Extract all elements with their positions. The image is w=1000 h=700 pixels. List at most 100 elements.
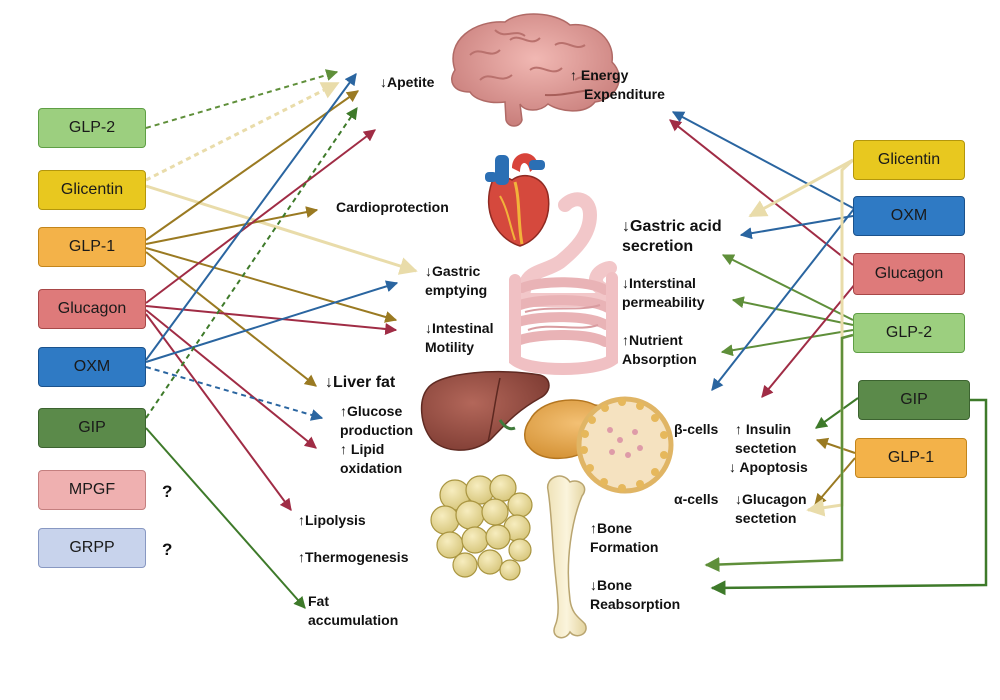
effect-motility-line2: Motility [425, 339, 474, 355]
left-box-glicentin: Glicentin [38, 170, 146, 210]
effect-cardioprotection: Cardioprotection [336, 199, 449, 215]
route-gip-2 [710, 398, 988, 596]
arrow-glicentin-18 [748, 158, 854, 218]
mpgf-unknown-mark: ? [162, 482, 173, 501]
right-box-glp1-label: GLP-1 [887, 449, 935, 466]
effect-insulin-line2: sectetion [735, 440, 797, 456]
intestine-icon [509, 192, 618, 375]
effect-gastric-emptying-line1: ↓Gastric [425, 263, 481, 279]
left-box-gip-label: GIP [78, 419, 106, 436]
right-box-glicentin-label: Glicentin [877, 151, 941, 168]
arrow-glucagon-10 [145, 313, 292, 511]
effect-liver-fat: ↓Liver fat [325, 374, 396, 391]
arrow-gip-15 [145, 427, 306, 609]
arrow-oxm-23 [711, 204, 858, 391]
alpha-cells-label: α-cells [674, 491, 719, 507]
effect-bone-formation-line2: Formation [590, 539, 659, 555]
arrow-oxm-12 [145, 280, 399, 363]
arrow-oxm-13 [145, 366, 324, 421]
arrow-glp2-21 [731, 296, 854, 326]
grpp-unknown-mark: ? [162, 540, 173, 559]
left-box-glp2-label: GLP-2 [68, 119, 116, 136]
route-glicentin-0 [806, 158, 855, 517]
route-glp2-1 [704, 333, 854, 572]
left-box-grpp: GRPP [38, 528, 146, 568]
left-box-mpgf-label: MPGF [68, 481, 116, 498]
arrow-glp1-5 [145, 247, 398, 323]
effect-thermogenesis: ↑Thermogenesis [298, 549, 409, 565]
arrow-oxm-11 [145, 73, 357, 361]
arrow-glucagon-8 [145, 305, 398, 335]
arrow-gip-14 [145, 107, 358, 419]
right-box-oxm-label: OXM [890, 207, 928, 224]
effect-motility-line1: ↓Intestinal [425, 320, 494, 336]
arrow-glicentin-2 [145, 184, 418, 275]
arrow-glicentin-1 [145, 81, 340, 182]
brain-icon [451, 13, 620, 127]
right-box-oxm: OXM [853, 196, 965, 236]
effect-permeability-line2: permeability [622, 294, 705, 310]
effect-gastric-emptying-line2: emptying [425, 282, 488, 298]
arrow-oxm-16 [671, 111, 854, 209]
arrow-glp1-26 [815, 437, 856, 454]
left-box-glp1: GLP-1 [38, 227, 146, 267]
arrow-glp1-27 [814, 457, 856, 506]
effect-appetite: ↓Apetite [380, 74, 435, 90]
left-box-oxm: OXM [38, 347, 146, 387]
right-box-glicentin: Glicentin [853, 140, 965, 180]
effect-nutrient-line2: Absorption [622, 351, 697, 367]
pancreas-icon [524, 396, 674, 494]
arrow-glp1-6 [145, 251, 317, 387]
effect-bone-formation-line1: ↑Bone [590, 520, 632, 536]
right-box-glp2: GLP-2 [853, 313, 965, 353]
beta-cells-label: β-cells [674, 421, 719, 437]
effect-glucagon-secretion-line1: ↓Glucagon [735, 491, 807, 507]
right-box-gip-label: GIP [900, 391, 928, 408]
left-box-glucagon-label: Glucagon [57, 300, 127, 317]
effect-insulin-line1: ↑ Insulin [735, 421, 791, 437]
arrow-glp1-4 [145, 206, 319, 245]
left-box-glicentin-label: Glicentin [60, 181, 124, 198]
right-box-glucagon-label: Glucagon [874, 265, 944, 282]
effect-nutrient-line1: ↑Nutrient [622, 332, 683, 348]
arrow-oxm-19 [739, 215, 854, 240]
effect-fat-accumulation-line2: accumulation [308, 612, 399, 628]
bone-icon [547, 475, 587, 639]
effect-fat-accumulation-line1: Fat [308, 593, 329, 609]
effect-glucagon-secretion-line2: sectetion [735, 510, 797, 526]
effect-permeability-line1: ↓Interstinal [622, 275, 696, 291]
left-box-glp2: GLP-2 [38, 108, 146, 148]
effect-energy-line1: ↑ Energy [570, 67, 629, 83]
effect-gastric-acid-line1: ↓Gastric acid [622, 218, 722, 235]
arrow-glp2-22 [720, 329, 854, 357]
left-box-glp1-label: GLP-1 [68, 238, 116, 255]
adipose-tissue-icon [430, 474, 533, 581]
effect-energy-line2: Expenditure [584, 86, 665, 102]
heart-icon [485, 153, 550, 247]
arrow-glucagon-17 [669, 119, 854, 266]
left-box-mpgf: MPGF [38, 470, 146, 510]
right-box-gip: GIP [858, 380, 970, 420]
effect-glucose-line2: production [340, 422, 414, 438]
right-box-glucagon: Glucagon [853, 253, 965, 295]
arrow-glucagon-7 [145, 129, 376, 304]
liver-icon [420, 370, 550, 451]
right-box-glp1: GLP-1 [855, 438, 967, 478]
effect-bone-reabsorption-line1: ↓Bone [590, 577, 632, 593]
left-box-glucagon: Glucagon [38, 289, 146, 329]
arrow-gip-25 [815, 397, 859, 429]
arrow-glp2-20 [721, 254, 854, 321]
left-box-oxm-label: OXM [73, 358, 111, 375]
effect-lipid-line1: ↑ Lipid [340, 441, 385, 457]
arrow-glucagon-9 [145, 309, 317, 449]
effect-apoptosis: ↓ Apoptosis [729, 459, 808, 475]
arrow-glucagon-24 [761, 277, 861, 398]
arrow-glp1-3 [145, 90, 359, 241]
effect-bone-reabsorption-line2: Reabsorption [590, 596, 681, 612]
effect-gastric-acid-line2: secretion [622, 238, 694, 255]
arrow-glp2-0 [145, 69, 339, 129]
effect-glucose-line1: ↑Glucose [340, 403, 403, 419]
